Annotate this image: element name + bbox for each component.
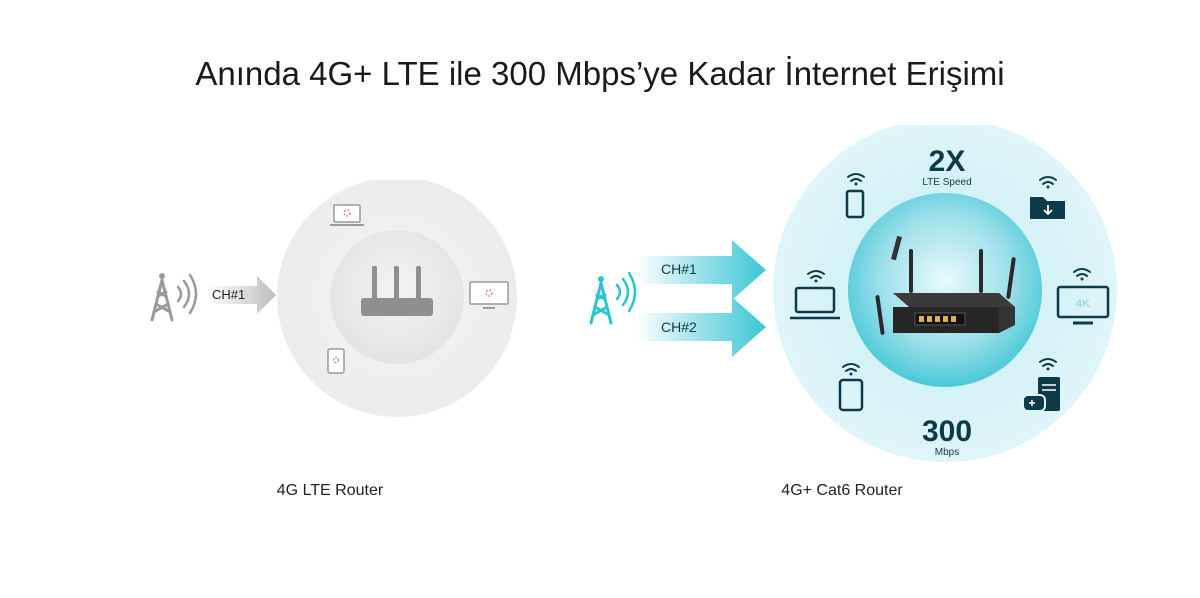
- laptop-icon: [790, 286, 840, 320]
- channel-arrow-1: CH#1: [637, 240, 766, 300]
- throughput-unit: Mbps: [935, 447, 959, 458]
- cell-tower-icon: [150, 273, 198, 322]
- throughput-value: 300: [922, 415, 972, 448]
- tv-icon: 4K: [1056, 285, 1110, 325]
- right-diagram: 2X LTE Speed 300 Mbps: [589, 125, 1117, 462]
- right-channel-2-label: CH#2: [661, 319, 697, 335]
- folder-icon: [1030, 197, 1065, 219]
- cell-tower-icon: [589, 271, 637, 325]
- gaming-pc-device: [1022, 358, 1060, 412]
- smartphone-device: [845, 173, 865, 219]
- channel-arrow-2: CH#2: [637, 297, 766, 357]
- tablet-icon: [327, 348, 345, 374]
- router-icon: [875, 235, 1016, 335]
- wifi-icon: [1039, 176, 1057, 189]
- router-icon: [361, 266, 433, 316]
- laptop-icon: [330, 204, 364, 226]
- left-caption: 4G LTE Router: [276, 482, 384, 499]
- page-title: Anında 4G+ LTE ile 300 Mbps’ye Kadar İnt…: [195, 55, 1005, 92]
- tablet-icon: [838, 378, 864, 412]
- left-channel-label: CH#1: [212, 287, 245, 302]
- tv-4k-device: 4K: [1056, 268, 1110, 325]
- laptop-device: [790, 270, 840, 320]
- smartphone-icon: [845, 189, 865, 219]
- right-channel-1-label: CH#1: [661, 261, 697, 277]
- wifi-icon: [1039, 358, 1057, 371]
- channel-arrow: CH#1: [208, 276, 276, 314]
- speed-multiplier: 2X: [929, 145, 966, 178]
- monitor-icon: [469, 281, 509, 309]
- tv-badge: 4K: [1076, 298, 1090, 310]
- wifi-icon: [807, 270, 825, 283]
- inner-circle: [848, 193, 1042, 387]
- wifi-icon: [847, 173, 865, 186]
- wifi-icon: [842, 363, 860, 376]
- wifi-icon: [1073, 268, 1091, 281]
- game-console-icon: [1022, 377, 1060, 412]
- right-caption: 4G+ Cat6 Router: [781, 482, 903, 499]
- tablet-device: [838, 363, 864, 412]
- speed-label: LTE Speed: [922, 177, 971, 188]
- left-diagram: CH#1: [150, 180, 517, 417]
- download-folder-device: [1030, 176, 1065, 219]
